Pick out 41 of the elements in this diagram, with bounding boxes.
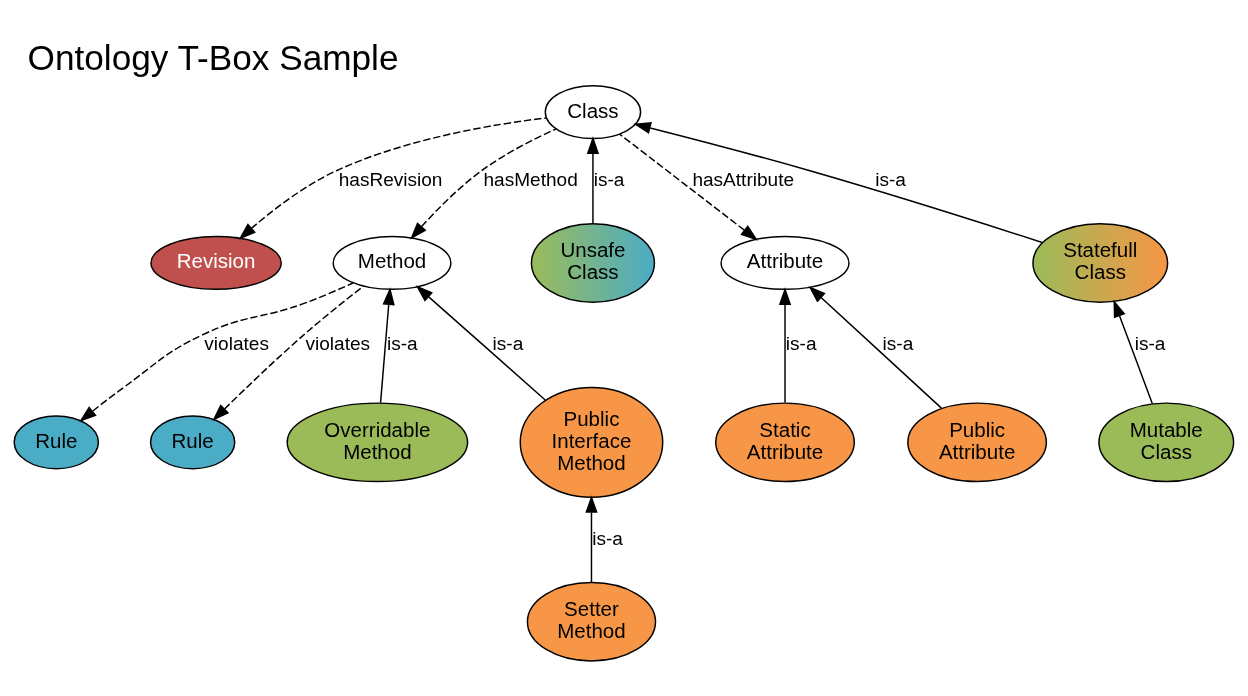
node-ellipse: Class — [544, 84, 642, 139]
edge-label: is-a — [386, 332, 418, 354]
node-ellipse: Public Attribute — [907, 401, 1048, 482]
edge-label: is-a — [1134, 332, 1166, 354]
arrow — [410, 127, 557, 239]
edge-label: is-a — [592, 527, 623, 549]
node-ellipse: Statefull Class — [1032, 222, 1169, 303]
node-ellipse: Public Interface Method — [519, 386, 664, 498]
edge-label: hasRevision — [338, 168, 443, 190]
arrow — [808, 285, 943, 409]
edge-label: is-a — [785, 332, 817, 354]
arrow — [586, 135, 600, 224]
arrow — [379, 286, 395, 403]
node-ellipse: Rule — [149, 414, 236, 469]
edge-label: is-a — [593, 168, 625, 190]
edge-label: is-a — [882, 332, 914, 354]
node-ellipse: Static Attribute — [715, 401, 856, 482]
node-ellipse: Revision — [150, 235, 282, 290]
arrow — [1113, 299, 1153, 404]
edge-label: hasMethod — [483, 168, 578, 190]
node-ellipse: Overridable Method — [286, 401, 469, 482]
arrow — [633, 121, 1043, 243]
edge-label: hasAttribute — [692, 168, 795, 190]
node-ellipse: Mutable Class — [1098, 401, 1235, 482]
node-ellipse: Rule — [13, 414, 100, 469]
edge-label: is-a — [492, 332, 524, 354]
edge-label: is-a — [875, 168, 906, 190]
arrow — [778, 286, 792, 403]
node-ellipse: Setter Method — [526, 581, 657, 662]
edge-label: violates — [305, 332, 371, 354]
node-ellipse: Unsafe Class — [530, 222, 656, 303]
arrow — [585, 494, 598, 583]
arrow — [212, 285, 365, 421]
arrow — [619, 133, 759, 241]
node-ellipse: Attribute — [720, 235, 850, 290]
arrow — [79, 281, 354, 422]
arrow — [415, 284, 546, 401]
node-ellipse: Method — [332, 235, 452, 290]
arrow — [238, 116, 547, 240]
diagram-title: Ontology T-Box Sample — [27, 37, 399, 77]
edge-label: violates — [204, 332, 269, 354]
